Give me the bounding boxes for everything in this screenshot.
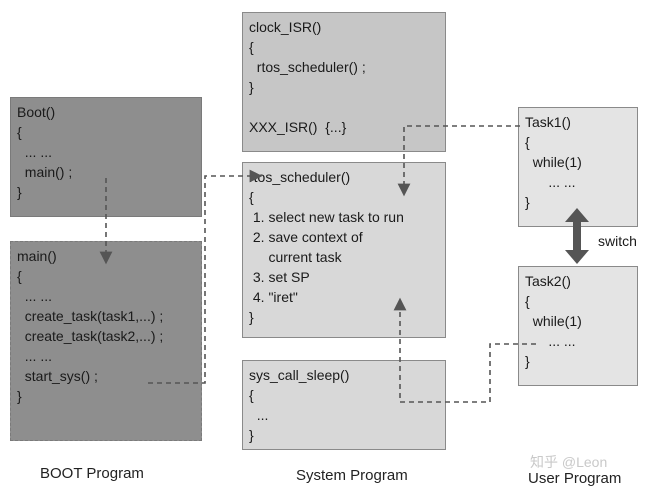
arrow-task1-to-scheduler bbox=[397, 125, 520, 197]
task1-box-line: ... ... bbox=[525, 174, 576, 190]
boot-program-caption: BOOT Program bbox=[40, 465, 144, 482]
rtos-scheduler-box-line: 4. "iret" bbox=[249, 289, 298, 305]
clock-isr-box-line: } bbox=[249, 79, 254, 95]
task2-box: Task2() { while(1) ... ...} bbox=[518, 266, 638, 386]
main-box-line: ... ... bbox=[17, 288, 53, 304]
main-box-line: create_task(task2,...) ; bbox=[17, 328, 164, 344]
clock-isr-box-line: rtos_scheduler() ; bbox=[249, 59, 366, 75]
task2-box-line: { bbox=[525, 293, 530, 309]
sys-call-sleep-box-line: } bbox=[249, 427, 254, 443]
sys-call-sleep-box-line: sys_call_sleep() bbox=[249, 367, 350, 383]
switch-arrow bbox=[565, 208, 589, 264]
rtos-scheduler-box: rtos_scheduler() { 1. select new task to … bbox=[242, 162, 446, 338]
boot-box-line: } bbox=[17, 184, 22, 200]
clock-isr-box-line: XXX_ISR() {...} bbox=[249, 119, 347, 135]
task1-box-line: { bbox=[525, 134, 530, 150]
task1-box-line: } bbox=[525, 194, 530, 210]
rtos-scheduler-box-line: 3. set SP bbox=[249, 269, 310, 285]
main-box-line: } bbox=[17, 388, 22, 404]
task2-box-line: Task2() bbox=[525, 273, 571, 289]
task2-box-line: while(1) bbox=[525, 313, 582, 329]
boot-box-line: Boot() bbox=[17, 104, 56, 120]
main-box-line: ... ... bbox=[17, 348, 53, 364]
rtos-scheduler-box-line: 1. select new task to run bbox=[249, 209, 404, 225]
sys-call-sleep-box-line: { bbox=[249, 387, 254, 403]
task2-box-line: } bbox=[525, 353, 530, 369]
watermark: 知乎 @Leon bbox=[530, 454, 608, 470]
sys-call-sleep-box-line: ... bbox=[249, 407, 269, 423]
arrow-task2-to-scheduler bbox=[393, 297, 536, 403]
switch-label: switch bbox=[598, 233, 637, 249]
rtos-scheduler-box-line: current task bbox=[249, 249, 342, 265]
main-box-line: main() bbox=[17, 248, 57, 264]
main-box-line: create_task(task1,...) ; bbox=[17, 308, 164, 324]
task1-box-line: while(1) bbox=[525, 154, 582, 170]
task1-box: Task1() { while(1) ... ...} bbox=[518, 107, 638, 227]
rtos-scheduler-box-line: } bbox=[249, 309, 254, 325]
boot-box-line: ... ... bbox=[17, 144, 53, 160]
task1-box-line: Task1() bbox=[525, 114, 571, 130]
main-box-line: start_sys() ; bbox=[17, 368, 98, 384]
task2-box-line: ... ... bbox=[525, 333, 576, 349]
main-box-line: { bbox=[17, 268, 22, 284]
boot-box-line: main() ; bbox=[17, 164, 73, 180]
user-program-caption: User Program bbox=[528, 470, 622, 487]
rtos-scheduler-box-line: { bbox=[249, 189, 254, 205]
system-program-caption: System Program bbox=[296, 467, 408, 484]
clock-isr-box-line: { bbox=[249, 39, 254, 55]
clock-isr-box-line: clock_ISR() bbox=[249, 19, 322, 35]
sys-call-sleep-box: sys_call_sleep() { ...} bbox=[242, 360, 446, 450]
rtos-scheduler-box-line: rtos_scheduler() bbox=[249, 169, 351, 185]
boot-box-line: { bbox=[17, 124, 22, 140]
rtos-scheduler-box-line: 2. save context of bbox=[249, 229, 363, 245]
clock-isr-box: clock_ISR() { rtos_scheduler() ;} XXX_ISR… bbox=[242, 12, 446, 152]
arrow-main-to-scheduler bbox=[148, 169, 263, 384]
